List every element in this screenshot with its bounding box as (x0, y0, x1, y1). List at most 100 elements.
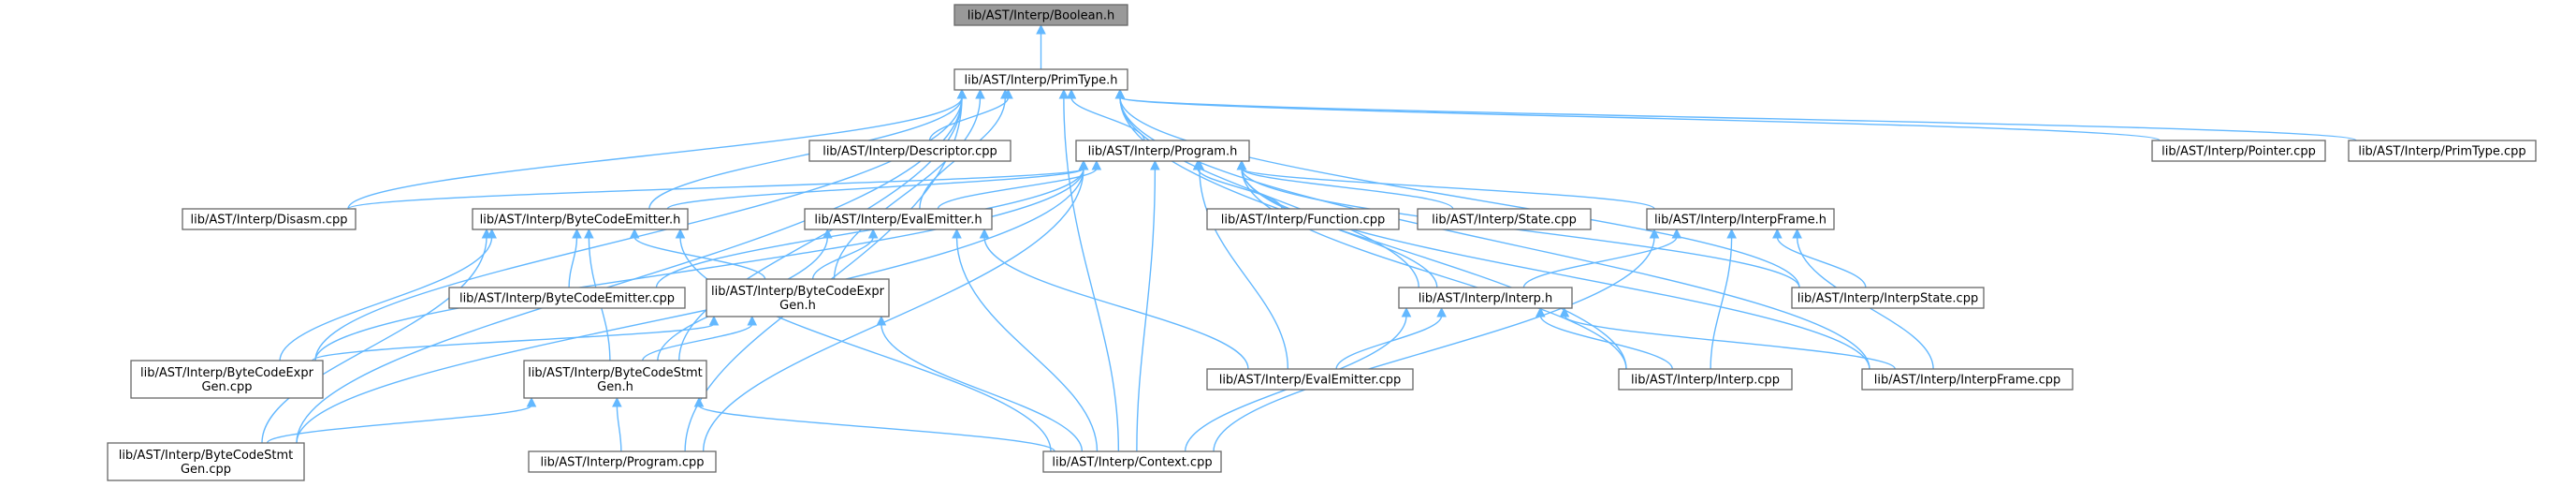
node-bce-h[interactable]: lib/AST/Interp/ByteCodeEmitter.h (472, 208, 689, 230)
node-label: lib/AST/Interp/Function.cpp (1221, 214, 1386, 228)
node-label: lib/AST/Interp/ByteCodeStmt (119, 449, 294, 463)
edge-interp_h-to-interpframe_h (1522, 236, 1678, 288)
node-label: Gen.cpp (181, 463, 231, 477)
node-state-cpp[interactable]: lib/AST/Interp/State.cpp (1417, 208, 1592, 230)
node-boolean: lib/AST/Interp/Boolean.h (953, 4, 1128, 26)
arrowhead-bcexpr_cpp-to-bcexpr_h (708, 315, 720, 326)
node-label: lib/AST/Interp/Disasm.cpp (190, 214, 347, 228)
arrowhead-interpframe_cpp-to-program_h (1236, 159, 1247, 170)
edge-program_h-to-primtype_h (1070, 96, 1145, 141)
node-pointer-cpp[interactable]: lib/AST/Interp/Pointer.cpp (2151, 140, 2326, 162)
node-box (808, 140, 1011, 162)
arrowhead-evalemitter_h-to-primtype_h (1000, 88, 1011, 99)
node-box (528, 450, 717, 473)
node-primtype-cpp[interactable]: lib/AST/Interp/PrimType.cpp (2348, 140, 2537, 162)
node-interpframe-h[interactable]: lib/AST/Interp/InterpFrame.h (1646, 208, 1835, 230)
node-interp-h[interactable]: lib/AST/Interp/Interp.h (1398, 287, 1573, 309)
arrowhead-context_cpp-to-bcstmt_h (693, 396, 705, 407)
edge-interp_cpp-to-program_h (1241, 168, 1627, 370)
node-box (1206, 368, 1414, 391)
arrowhead-program_cpp-to-bcstmt_h (612, 396, 622, 407)
node-label: lib/AST/Interp/EvalEmitter.cpp (1219, 374, 1402, 388)
node-box (107, 442, 305, 481)
arrowhead-program_cpp-to-program_h (1078, 159, 1089, 170)
node-interpframe-cpp[interactable]: lib/AST/Interp/InterpFrame.cpp (1861, 368, 2074, 391)
arrowhead-bcexpr_h-to-bce_h (629, 228, 640, 239)
edge-disasm_cpp-to-program_h (347, 168, 1084, 210)
edge-interpframe_h-to-program_h (1241, 168, 1655, 210)
node-label: lib/AST/Interp/Boolean.h (968, 9, 1114, 23)
node-label: Gen.h (779, 299, 816, 313)
arrowhead-evalemitter_cpp-to-evalemitter_h (979, 228, 990, 239)
node-disasm-cpp[interactable]: lib/AST/Interp/Disasm.cpp (182, 208, 357, 230)
node-box (472, 208, 689, 230)
node-evalemitter-cpp[interactable]: lib/AST/Interp/EvalEmitter.cpp (1206, 368, 1414, 391)
edge-bcexpr_cpp-to-bce_h (279, 236, 493, 362)
edge-interpframe_cpp-to-program_h (1241, 168, 1870, 370)
edge-bcexpr_cpp-to-bcexpr_h (312, 323, 715, 362)
node-label: lib/AST/Interp/InterpState.cpp (1797, 292, 1978, 306)
edge-bce_h-to-primtype_h (648, 96, 963, 210)
edge-interpstate_cpp-to-interpframe_h (1776, 236, 1867, 288)
node-interpstate-cpp[interactable]: lib/AST/Interp/InterpState.cpp (1791, 287, 1985, 309)
node-label: lib/AST/Interp/Descriptor.cpp (822, 145, 997, 159)
edge-evalemitter_cpp-to-evalemitter_h (983, 236, 1249, 370)
node-program-h[interactable]: lib/AST/Interp/Program.h (1075, 140, 1250, 162)
arrowhead-program_cpp-to-primtype_h (956, 88, 968, 99)
arrowhead-bcstmt_h-to-bce_h (584, 228, 594, 239)
node-evalemitter-h[interactable]: lib/AST/Interp/EvalEmitter.h (804, 208, 993, 230)
edge-state_cpp-to-program_h (1241, 168, 1454, 210)
node-bce-cpp[interactable]: lib/AST/Interp/ByteCodeEmitter.cpp (448, 287, 686, 309)
edge-bcexpr_h-to-evalemitter_h (811, 236, 874, 280)
node-label: lib/AST/Interp/InterpFrame.cpp (1874, 374, 2061, 388)
node-context-cpp[interactable]: lib/AST/Interp/Context.cpp (1042, 450, 1222, 473)
arrowhead-bcstmt_cpp-to-bce_h (481, 228, 492, 239)
node-label: lib/AST/Interp/Pointer.cpp (2161, 145, 2316, 159)
edge-interp_h-to-primtype_h (1119, 96, 1419, 288)
arrowhead-interp_h-to-interpframe_h (1671, 228, 1682, 239)
node-function-cpp[interactable]: lib/AST/Interp/Function.cpp (1206, 208, 1400, 230)
edge-bcstmt_cpp-to-bce_h (261, 236, 488, 444)
edge-context_cpp-to-bcstmt_h (698, 405, 1055, 452)
node-box (2348, 140, 2537, 162)
node-interp-cpp[interactable]: lib/AST/Interp/Interp.cpp (1618, 368, 1793, 391)
node-program-cpp[interactable]: lib/AST/Interp/Program.cpp (528, 450, 717, 473)
edge-bcstmt_cpp-to-program_h (296, 168, 1084, 444)
arrowhead-evalemitter_h-to-program_h (1091, 159, 1102, 170)
arrowhead-primtype_h-to-boolean (1036, 23, 1046, 35)
node-primtype-h[interactable]: lib/AST/Interp/PrimType.h (953, 68, 1128, 91)
node-label: lib/AST/Interp/ByteCodeExpr (711, 285, 885, 299)
edge-bcexpr_h-to-primtype_h (833, 96, 982, 280)
arrowhead-bcexpr_h-to-primtype_h (975, 88, 985, 99)
edge-evalemitter_cpp-to-program_h (1199, 168, 1289, 370)
edge-disasm_cpp-to-primtype_h (347, 96, 963, 210)
nodes-layer: lib/AST/Interp/Boolean.h lib/AST/Interp/P… (107, 4, 2537, 481)
node-descriptor-cpp[interactable]: lib/AST/Interp/Descriptor.cpp (808, 140, 1011, 162)
edge-interp_cpp-to-interp_h (1539, 315, 1673, 370)
node-box (182, 208, 357, 230)
node-label: lib/AST/Interp/Interp.h (1419, 292, 1553, 306)
edge-interpframe_cpp-to-primtype_h (1119, 96, 1870, 370)
node-box (1398, 287, 1573, 309)
arrowhead-interp_cpp-to-interp_h (1535, 306, 1546, 317)
edge-pointer_cpp-to-primtype_h (1119, 96, 2161, 141)
edge-evalemitter_h-to-program_h (937, 168, 1098, 210)
node-box (1861, 368, 2074, 391)
node-box (523, 360, 707, 399)
node-label: lib/AST/Interp/State.cpp (1432, 214, 1577, 228)
arrowhead-context_cpp-to-interpframe_h (1649, 228, 1660, 239)
node-box (1791, 287, 1985, 309)
arrowhead-context_cpp-to-interp_h (1401, 306, 1412, 317)
edge-bcexpr_h-to-bce_h (633, 236, 766, 280)
node-box (1417, 208, 1592, 230)
edge-bce_cpp-to-bce_h (568, 236, 578, 288)
edge-bcexpr_cpp-to-program_h (314, 168, 1084, 362)
arrowhead-interpframe_cpp-to-interp_h (1559, 306, 1570, 317)
arrowhead-bcstmt_h-to-bcexpr_h (747, 315, 758, 326)
arrowhead-context_cpp-to-evalemitter_h (952, 228, 962, 239)
node-box (1618, 368, 1793, 391)
